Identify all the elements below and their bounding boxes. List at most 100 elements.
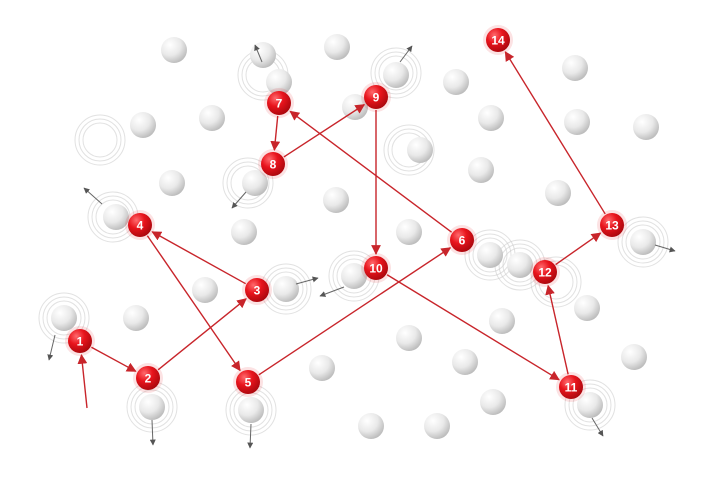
gray-ball bbox=[452, 349, 478, 375]
motion-arrow bbox=[295, 276, 319, 285]
node-label: 5 bbox=[245, 376, 252, 390]
path-arrow-10-to-11 bbox=[386, 274, 560, 381]
path-arrow-5-to-6 bbox=[258, 247, 452, 376]
gray-ball bbox=[630, 229, 656, 255]
gray-ball bbox=[443, 69, 469, 95]
ripple-ring bbox=[617, 216, 669, 268]
gray-ball bbox=[383, 62, 409, 88]
gray-ball bbox=[139, 394, 165, 420]
gray-ball bbox=[396, 219, 422, 245]
node-1: 1 bbox=[65, 326, 95, 356]
path-arrow-13-to-14 bbox=[504, 51, 606, 215]
node-5: 5 bbox=[233, 367, 263, 397]
path-arrow-12-to-13 bbox=[555, 232, 602, 266]
gray-ball bbox=[161, 37, 187, 63]
node-label: 1 bbox=[77, 335, 84, 349]
path-arrow-1-to-2 bbox=[91, 346, 137, 372]
gray-ball bbox=[323, 187, 349, 213]
gray-ball bbox=[231, 219, 257, 245]
gray-ball bbox=[51, 305, 77, 331]
gray-ball bbox=[309, 355, 335, 381]
node-label: 12 bbox=[538, 266, 552, 280]
node-13: 13 bbox=[597, 210, 627, 240]
gray-ball bbox=[273, 276, 299, 302]
gray-ball bbox=[341, 263, 367, 289]
gray-ball bbox=[489, 308, 515, 334]
node-7: 7 bbox=[264, 88, 294, 118]
motion-arrow bbox=[149, 419, 156, 446]
gray-ball bbox=[358, 413, 384, 439]
gray-ball bbox=[242, 170, 268, 196]
node-9: 9 bbox=[361, 82, 391, 112]
gray-ball bbox=[574, 295, 600, 321]
gray-ball bbox=[130, 112, 156, 138]
ripple-ring bbox=[564, 379, 616, 431]
gray-ball bbox=[468, 157, 494, 183]
motion-arrow bbox=[47, 334, 56, 361]
node-6: 6 bbox=[447, 225, 477, 255]
motion-arrow bbox=[654, 244, 676, 253]
motion-arrow bbox=[399, 45, 413, 63]
motion-arrow bbox=[231, 191, 247, 209]
ripple-ring bbox=[74, 114, 126, 166]
ripple-ring bbox=[38, 292, 90, 344]
motion-arrow bbox=[247, 423, 254, 449]
node-label: 3 bbox=[254, 284, 261, 298]
node-label: 10 bbox=[369, 262, 383, 276]
gray-ball bbox=[407, 137, 433, 163]
node-label: 11 bbox=[565, 381, 578, 395]
node-label: 13 bbox=[605, 219, 619, 233]
path-arrow-4-to-5 bbox=[146, 235, 241, 372]
gray-ball-layer bbox=[47, 34, 676, 449]
node-label: 14 bbox=[491, 34, 505, 48]
node-label: 7 bbox=[276, 97, 283, 111]
node-8: 8 bbox=[258, 149, 288, 179]
gray-ball bbox=[577, 392, 603, 418]
motion-arrow bbox=[591, 417, 604, 437]
node-12: 12 bbox=[530, 257, 560, 287]
gray-ball bbox=[545, 180, 571, 206]
path-arrow-2-to-3 bbox=[157, 298, 247, 371]
gray-ball bbox=[633, 114, 659, 140]
motion-arrow bbox=[254, 44, 263, 63]
node-10: 10 bbox=[361, 253, 391, 283]
node-label: 9 bbox=[373, 91, 380, 105]
gray-ball bbox=[199, 105, 225, 131]
node-label: 8 bbox=[270, 158, 277, 172]
path-arrow-6-to-7 bbox=[289, 110, 453, 233]
node-label: 6 bbox=[459, 234, 466, 248]
gray-ball bbox=[103, 204, 129, 230]
gray-ball bbox=[562, 55, 588, 81]
path-arrow-11-to-12 bbox=[545, 284, 569, 375]
gray-ball bbox=[480, 389, 506, 415]
ripple-ring bbox=[370, 47, 422, 99]
path-arrow-7-to-8 bbox=[270, 115, 281, 152]
gray-ball bbox=[123, 305, 149, 331]
node-14: 14 bbox=[483, 25, 513, 55]
path-arrow-3-to-4 bbox=[151, 231, 246, 285]
gray-ball bbox=[507, 252, 533, 278]
gray-ball bbox=[477, 242, 503, 268]
gray-ball bbox=[621, 344, 647, 370]
gray-ball bbox=[266, 69, 292, 95]
node-label: 2 bbox=[145, 372, 152, 386]
gray-ball bbox=[159, 170, 185, 196]
gray-ball bbox=[478, 105, 504, 131]
gray-ball bbox=[424, 413, 450, 439]
path-arrows-layer bbox=[77, 51, 606, 409]
node-3: 3 bbox=[242, 275, 272, 305]
gray-ball bbox=[564, 109, 590, 135]
gray-ball bbox=[396, 325, 422, 351]
gray-ball bbox=[192, 277, 218, 303]
gray-ball bbox=[250, 42, 276, 68]
path-arrow-8-to-9 bbox=[283, 104, 366, 158]
node-label: 4 bbox=[137, 219, 144, 233]
gray-ball bbox=[324, 34, 350, 60]
node-2: 2 bbox=[133, 363, 163, 393]
path-arrow-start-to-1 bbox=[77, 353, 88, 409]
motion-arrow bbox=[83, 187, 103, 205]
node-4: 4 bbox=[125, 210, 155, 240]
gray-ball bbox=[238, 397, 264, 423]
